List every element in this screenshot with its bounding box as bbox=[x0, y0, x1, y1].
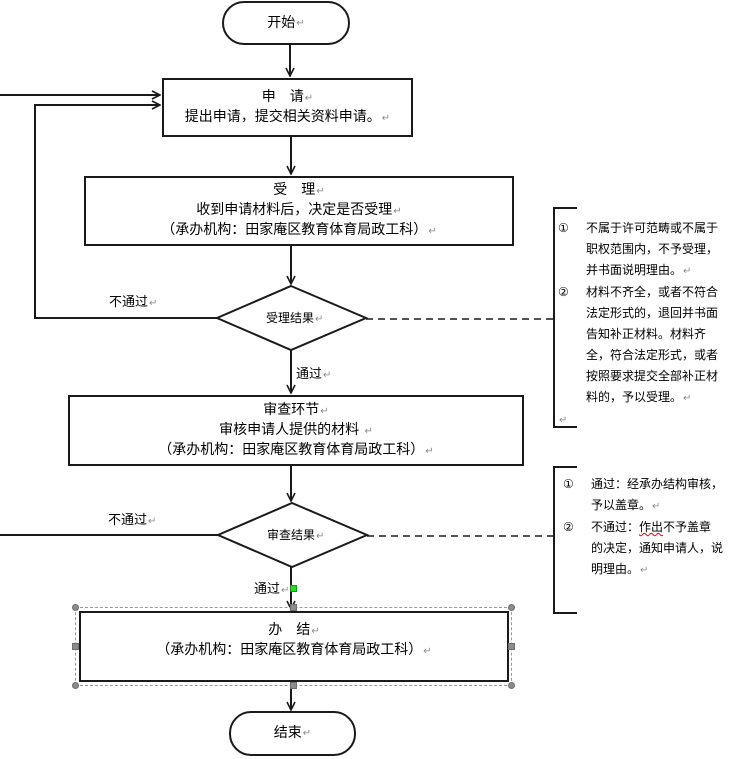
finish-agency: （承办机构：田家庵区教育体育局政工科） bbox=[156, 642, 423, 658]
return-mark: ↵ bbox=[559, 415, 568, 426]
decision-accept-label: 受理结果 bbox=[266, 311, 315, 325]
note-text: 材料不齐全，或者不符合法定形式的，退回并书面告知补正材料。材料齐全，符合法定形式… bbox=[586, 285, 719, 404]
resize-handle-middle-right[interactable] bbox=[508, 643, 515, 650]
bracket-review-note bbox=[553, 466, 577, 614]
note-number: ① bbox=[558, 221, 569, 235]
review-note: ① 通过：经承办结构审核，予以盖章。↵ ② 不通过：作出不予盖章的决定，通知申请… bbox=[563, 474, 723, 581]
resize-handle-top-right[interactable] bbox=[508, 604, 515, 611]
decision-accept[interactable]: 受理结果↵ bbox=[251, 310, 356, 328]
note-number: ① bbox=[563, 477, 574, 491]
edge-label-review-pass: 通过↵ bbox=[254, 582, 289, 599]
note-number: ② bbox=[558, 285, 569, 299]
return-mark: ↵ bbox=[315, 314, 324, 325]
note-text-post: 不予盖章的决定，通知申请人，说明理由。 bbox=[591, 520, 724, 576]
edge-label-accept-fail: 不通过↵ bbox=[109, 295, 157, 312]
review-title: 审查环节 bbox=[263, 401, 320, 418]
return-mark: ↵ bbox=[149, 298, 158, 309]
return-mark: ↵ bbox=[316, 186, 325, 197]
start-label: 开始 bbox=[267, 14, 296, 31]
end-terminator[interactable]: 结束↵ bbox=[229, 711, 356, 756]
edge-label-text: 不通过 bbox=[108, 513, 148, 528]
accept-note-item: ① 不属于许可范畴或不属于职权范围内，不予受理，并书面说明理由。↵ bbox=[558, 218, 720, 282]
return-mark: ↵ bbox=[683, 266, 692, 277]
accept-note: ① 不属于许可范畴或不属于职权范围内，不予受理，并书面说明理由。↵ ② 材料不齐… bbox=[558, 218, 720, 431]
decision-review-label: 审查结果 bbox=[267, 528, 316, 542]
accept-title: 受 理 bbox=[273, 182, 316, 198]
accept-desc: 收到申请材料后，决定是否受理 bbox=[196, 202, 393, 218]
return-mark: ↵ bbox=[323, 370, 332, 381]
return-mark: ↵ bbox=[364, 425, 373, 437]
accept-agency: （承办机构：田家庵区教育体育局政工科） bbox=[161, 222, 428, 238]
return-mark: ↵ bbox=[423, 646, 432, 657]
return-mark: ↵ bbox=[683, 393, 692, 404]
spellcheck-flagged-text: 作出 bbox=[639, 520, 664, 534]
return-mark: ↵ bbox=[425, 445, 434, 457]
edge-label-text: 通过 bbox=[254, 582, 281, 597]
resize-handle-top-left[interactable] bbox=[72, 604, 79, 611]
resize-handle-bottom-center[interactable] bbox=[290, 682, 297, 689]
apply-box[interactable]: 申 请↵ 提出申请，提交相关资料申请。↵ bbox=[162, 78, 413, 137]
edge-label-accept-pass: 通过↵ bbox=[296, 367, 331, 384]
edge-accept-fail-loop bbox=[34, 105, 217, 319]
edge-label-review-fail: 不通过↵ bbox=[108, 513, 156, 530]
note-text-pre: 不通过： bbox=[591, 520, 640, 534]
review-note-item: ② 不通过：作出不予盖章的决定，通知申请人，说明理由。↵ bbox=[563, 517, 723, 581]
resize-handle-top-center[interactable] bbox=[290, 604, 297, 611]
bracket-accept-note bbox=[553, 207, 577, 428]
return-mark: ↵ bbox=[302, 728, 312, 739]
review-desc: 审核申请人提供的材料 bbox=[219, 421, 364, 438]
return-mark: ↵ bbox=[428, 226, 437, 237]
decision-review[interactable]: 审查结果↵ bbox=[252, 527, 357, 545]
review-box[interactable]: 审查环节↵ 审核申请人提供的材料 ↵ （承办机构：田家庵区教育体育局政工科）↵ bbox=[68, 395, 524, 466]
decision-review-shape bbox=[215, 501, 370, 569]
return-mark: ↵ bbox=[393, 206, 402, 217]
start-terminator[interactable]: 开始↵ bbox=[222, 1, 350, 45]
return-mark: ↵ bbox=[381, 112, 391, 124]
review-agency: （承办机构：田家庵区教育体育局政工科） bbox=[158, 441, 425, 458]
note-text: 不属于许可范畴或不属于职权范围内，不予受理，并书面说明理由。 bbox=[586, 221, 719, 277]
resize-handle-bottom-right[interactable] bbox=[508, 682, 515, 689]
return-mark: ↵ bbox=[148, 516, 157, 527]
return-mark: ↵ bbox=[281, 585, 290, 596]
return-mark: ↵ bbox=[296, 17, 305, 29]
finish-box[interactable]: 办 结↵ （承办机构：田家庵区教育体育局政工科）↵ bbox=[79, 611, 509, 682]
edge-label-text: 通过 bbox=[296, 367, 323, 382]
return-mark: ↵ bbox=[640, 565, 649, 576]
return-mark: ↵ bbox=[652, 501, 661, 512]
accept-box[interactable]: 受 理↵ 收到申请材料后，决定是否受理↵ （承办机构：田家庵区教育体育局政工科）… bbox=[84, 176, 514, 246]
apply-title: 申 请 bbox=[261, 88, 304, 105]
return-mark: ↵ bbox=[311, 626, 320, 637]
accept-note-item: ② 材料不齐全，或者不符合法定形式的，退回并书面告知补正材料。材料齐全，符合法定… bbox=[558, 282, 720, 409]
return-mark: ↵ bbox=[304, 92, 314, 104]
return-mark: ↵ bbox=[320, 405, 329, 417]
review-note-item: ① 通过：经承办结构审核，予以盖章。↵ bbox=[563, 474, 723, 517]
resize-handle-middle-left[interactable] bbox=[72, 643, 79, 650]
return-mark: ↵ bbox=[316, 531, 325, 542]
finish-title: 办 结 bbox=[268, 622, 311, 638]
resize-handle-bottom-left[interactable] bbox=[72, 682, 79, 689]
decision-accept-shape bbox=[214, 284, 369, 352]
edge-label-text: 不通过 bbox=[109, 295, 149, 310]
rotate-handle[interactable] bbox=[290, 585, 297, 592]
note-text: 通过：经承办结构审核，予以盖章。 bbox=[591, 477, 724, 512]
note-number: ② bbox=[563, 520, 574, 534]
end-label: 结束 bbox=[273, 725, 302, 741]
apply-desc: 提出申请，提交相关资料申请。 bbox=[184, 108, 381, 125]
